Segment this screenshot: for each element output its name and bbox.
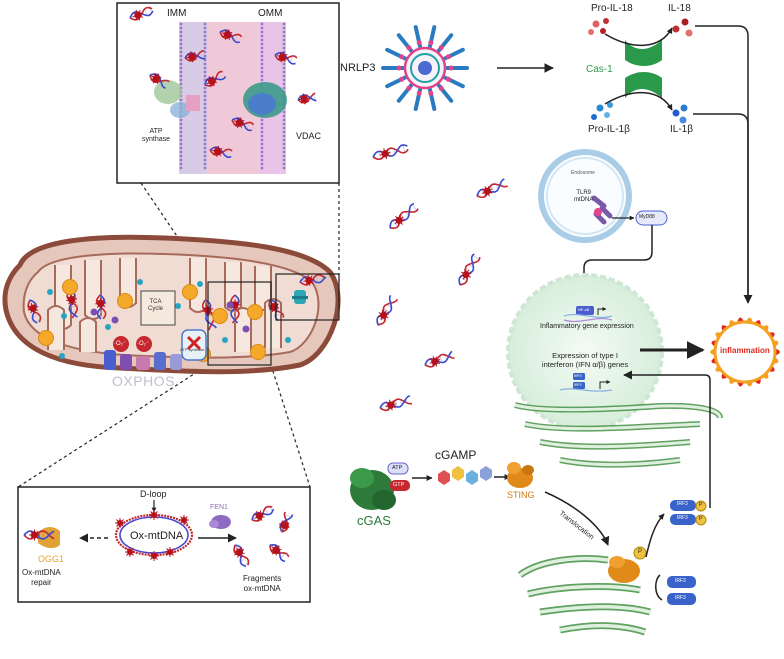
- irf3-recruit-curve: [656, 575, 662, 600]
- nfkb-label: NF-κB: [578, 307, 589, 312]
- nucleus-irf3-label-b: IRF3: [574, 383, 582, 387]
- atp-label: ATP: [392, 465, 402, 471]
- ox-mtdna-label: Ox-mtDNA: [130, 530, 183, 542]
- pro-il1b-label: Pro-IL-1β: [588, 124, 630, 135]
- dna-fragment-icon: [379, 394, 413, 413]
- pro-il18-label: Pro-IL-18: [591, 3, 633, 14]
- endosome-label: Endosome: [571, 170, 595, 176]
- cgamp-label: cGAMP: [435, 448, 476, 462]
- dloop-label: D-loop: [140, 489, 167, 499]
- ox-mtdna-repair-label: Ox-mtDNA repair: [22, 568, 61, 588]
- dna-fragment-icon: [386, 202, 419, 232]
- gtp-label: GTP: [393, 482, 404, 488]
- pro-il18-molecules: [588, 18, 609, 35]
- myd88-label: MyD88: [639, 214, 655, 220]
- caspase-1: [625, 40, 662, 98]
- cgas-enzyme: [350, 468, 396, 510]
- vdac-channel: [292, 290, 308, 304]
- cytosolic-mtdna-fragments: [372, 142, 509, 413]
- imm-label: IMM: [167, 8, 186, 19]
- ogg1-label: OGG1: [38, 554, 64, 564]
- il18-label: IL-18: [668, 3, 691, 14]
- ros-label-2: ·O₂⁻: [137, 340, 149, 347]
- ros-label-1: ·O₂⁻: [114, 340, 126, 347]
- il18-molecules: [673, 19, 693, 37]
- irf3-bottom-label-1: IRF3: [675, 578, 686, 584]
- tlr9-label: TLR9 mtDNA: [574, 190, 593, 204]
- tlr9-ligand: [594, 208, 602, 216]
- dna-fragment-icon: [372, 142, 410, 162]
- sting-golgi-protein: [608, 556, 640, 583]
- inflammatory-gene-label: Inflammatory gene expression: [540, 323, 634, 330]
- il1b-molecules: [673, 105, 688, 124]
- cas1-label: Cas-1: [586, 64, 613, 75]
- vdac-label: VDAC: [296, 131, 321, 141]
- oxphos-label: OXPHOS: [112, 373, 175, 389]
- cgas-label: cGAS: [357, 513, 391, 528]
- dna-fragment-icon: [475, 177, 509, 200]
- irf3-bottom-label-2: IRF3: [675, 595, 686, 601]
- sting-translocation-arrow: [545, 492, 608, 545]
- irf3-phosphorylation-arrow: [646, 514, 664, 557]
- fragments-label: Fragments ox-mtDNA: [243, 574, 281, 594]
- dna-fragment-icon: [373, 295, 399, 328]
- sting-protein: [507, 462, 534, 488]
- type1-ifn-label: Expression of type I interferon (IFN α/β…: [533, 351, 637, 369]
- atp-synthase-mini-label: ATP synthase: [180, 347, 205, 352]
- irf3-p-label-2: P: [699, 516, 703, 522]
- atp-synthase-label: ATP synthase: [142, 128, 170, 144]
- pro-il1b-molecules: [591, 102, 613, 120]
- nlrp3-label: NRLP3: [340, 62, 375, 74]
- cgamp-molecule: [438, 466, 492, 485]
- atp-synthase-complex: [182, 330, 206, 360]
- omm-label: OMM: [258, 8, 282, 19]
- lower-connector-right: [271, 365, 310, 487]
- sting-p-label: P: [638, 549, 642, 555]
- dna-fragment-icon: [423, 350, 455, 371]
- mitochondrion: [5, 237, 339, 372]
- nucleus-irf3-label-a: IRF3: [574, 374, 582, 378]
- vdac-protein: [243, 82, 287, 118]
- membrane-inset: [117, 3, 339, 183]
- irf3-p-label-1: P: [699, 502, 703, 508]
- irf3-top-label-2: IRF3: [677, 515, 688, 521]
- il1b-label: IL-1β: [670, 124, 693, 135]
- inflammation-label: inflammation: [720, 346, 770, 355]
- il18-to-inflammation-line: [695, 26, 748, 301]
- tca-label: TCA Cycle: [148, 299, 163, 313]
- il1b-to-inflammation-arrow: [693, 114, 748, 303]
- nlrp3-inflammasome: [383, 27, 467, 109]
- sting-label: STING: [507, 490, 535, 500]
- dna-fragment-icon: [455, 253, 482, 288]
- irf3-top-label-1: IRF3: [677, 501, 688, 507]
- fen1-label: FEN1: [210, 504, 228, 511]
